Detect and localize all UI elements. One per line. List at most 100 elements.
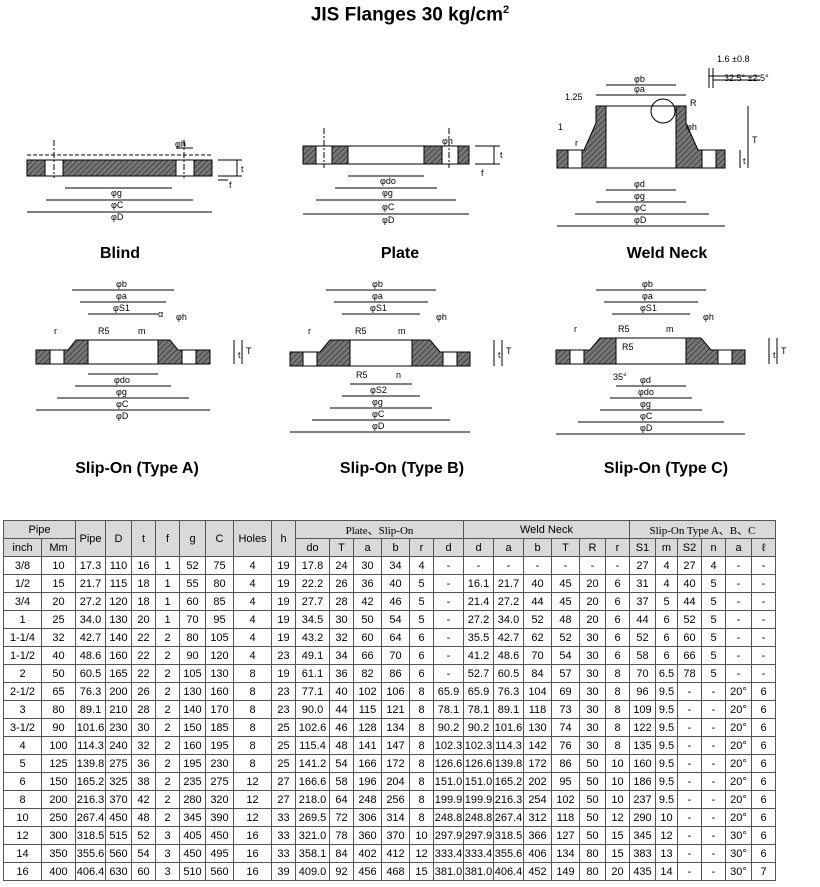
table-cell: 6 <box>751 718 776 737</box>
table-cell: 185 <box>205 718 234 737</box>
table-cell: 43.2 <box>295 628 330 647</box>
slip-on-a-drawing <box>35 289 243 411</box>
table-cell: 36 <box>131 754 156 773</box>
table-cell: 6 <box>751 790 776 809</box>
table-cell: 6 <box>751 754 776 773</box>
table-cell: - <box>751 628 776 647</box>
table-cell: 50 <box>579 826 606 845</box>
table-cell: 358.1 <box>295 844 330 863</box>
dim-r5: R5 <box>618 324 630 334</box>
table-cell: 18 <box>131 574 156 593</box>
table-cell: 160 <box>629 754 656 773</box>
table-cell: 318.5 <box>75 826 106 845</box>
table-cell: - <box>701 862 726 881</box>
col-inch: inch <box>3 538 42 557</box>
table-cell: - <box>725 592 752 611</box>
dim-tol-325: 32.5° ±2.5° <box>724 73 769 83</box>
table-cell: 6.5 <box>655 664 678 683</box>
table-cell: 6 <box>751 736 776 755</box>
table-cell: 405 <box>179 826 206 845</box>
table-cell: 62 <box>523 628 552 647</box>
table-cell: - <box>751 610 776 629</box>
table-cell: 22 <box>131 628 156 647</box>
table-cell: 78 <box>329 826 354 845</box>
table-cell: 130 <box>179 682 206 701</box>
table-cell: - <box>701 682 726 701</box>
table-cell: 126.6 <box>433 754 464 773</box>
table-cell: 6 <box>605 592 630 611</box>
table-cell: 120 <box>205 646 234 665</box>
table-cell: 12 <box>409 844 434 863</box>
table-cell: 166 <box>353 754 382 773</box>
dim-t-upper: T <box>781 346 787 356</box>
table-cell: 16 <box>3 862 42 881</box>
table-cell: 195 <box>205 736 234 755</box>
table-cell: 48.6 <box>493 646 524 665</box>
table-cell: 10 <box>3 808 42 827</box>
table-cell: 9.5 <box>655 736 678 755</box>
table-cell: 70 <box>381 646 410 665</box>
col-mm: Mm <box>41 538 76 557</box>
table-cell: 45 <box>551 574 580 593</box>
table-cell: - <box>725 556 752 575</box>
table-cell: 195 <box>179 754 206 773</box>
table-cell: 15 <box>605 844 630 863</box>
table-cell: 1 <box>155 610 180 629</box>
table-cell: 355.6 <box>75 844 106 863</box>
table-cell: - <box>677 754 702 773</box>
col-wn-R: R <box>579 538 606 557</box>
table-cell: 3/8 <box>3 556 42 575</box>
table-cell: 20° <box>725 808 752 827</box>
table-cell: 3-1/2 <box>3 718 42 737</box>
dim-phi-h: φh <box>175 139 186 149</box>
table-cell: 90 <box>179 646 206 665</box>
col-r: r <box>409 538 434 557</box>
table-cell: 6 <box>605 646 630 665</box>
table-cell: 4 <box>233 646 272 665</box>
table-cell: 2 <box>155 790 180 809</box>
slip-on-b-drawing <box>289 289 503 433</box>
table-cell: 630 <box>105 862 132 881</box>
table-cell: 8 <box>233 718 272 737</box>
table-cell: - <box>701 808 726 827</box>
table-cell: 78.1 <box>433 700 464 719</box>
table-cell: 140 <box>179 700 206 719</box>
table-cell: 468 <box>381 862 410 881</box>
dim-phi-d: φd <box>634 179 645 189</box>
dim-phi-a: φa <box>634 84 645 94</box>
table-cell: 7 <box>751 862 776 881</box>
table-cell: 140 <box>105 628 132 647</box>
table-cell: 32 <box>41 628 76 647</box>
table-cell: 21.7 <box>493 574 524 593</box>
table-cell: 115 <box>353 700 382 719</box>
table-cell: 5 <box>3 754 42 773</box>
dim-t: t <box>773 350 776 360</box>
table-cell: 150 <box>179 718 206 737</box>
dim-phi-s2: φS2 <box>370 385 387 395</box>
table-cell: 27.2 <box>463 610 494 629</box>
table-cell: 139.8 <box>493 754 524 773</box>
dim-r5: R5 <box>355 326 367 336</box>
table-cell: 60 <box>353 628 382 647</box>
table-cell: 390 <box>205 808 234 827</box>
label-plate: Plate <box>381 245 419 262</box>
table-cell: 8 <box>409 718 434 737</box>
dim-phi-a: φa <box>372 291 383 301</box>
table-cell: 23 <box>271 646 296 665</box>
table-cell: 34.0 <box>75 610 106 629</box>
dim-phi-d: φD <box>372 421 385 431</box>
table-cell: 254 <box>523 790 552 809</box>
table-cell: 6 <box>605 574 630 593</box>
flange-drawings: φh φg φC φD t f Blind φh φdo φg φC φD t … <box>26 54 787 477</box>
table-cell: 452 <box>523 862 552 881</box>
table-cell: - <box>725 628 752 647</box>
table-cell: 8 <box>233 700 272 719</box>
table-cell: 30 <box>579 628 606 647</box>
table-cell: 19 <box>271 610 296 629</box>
table-cell: 8 <box>605 682 630 701</box>
